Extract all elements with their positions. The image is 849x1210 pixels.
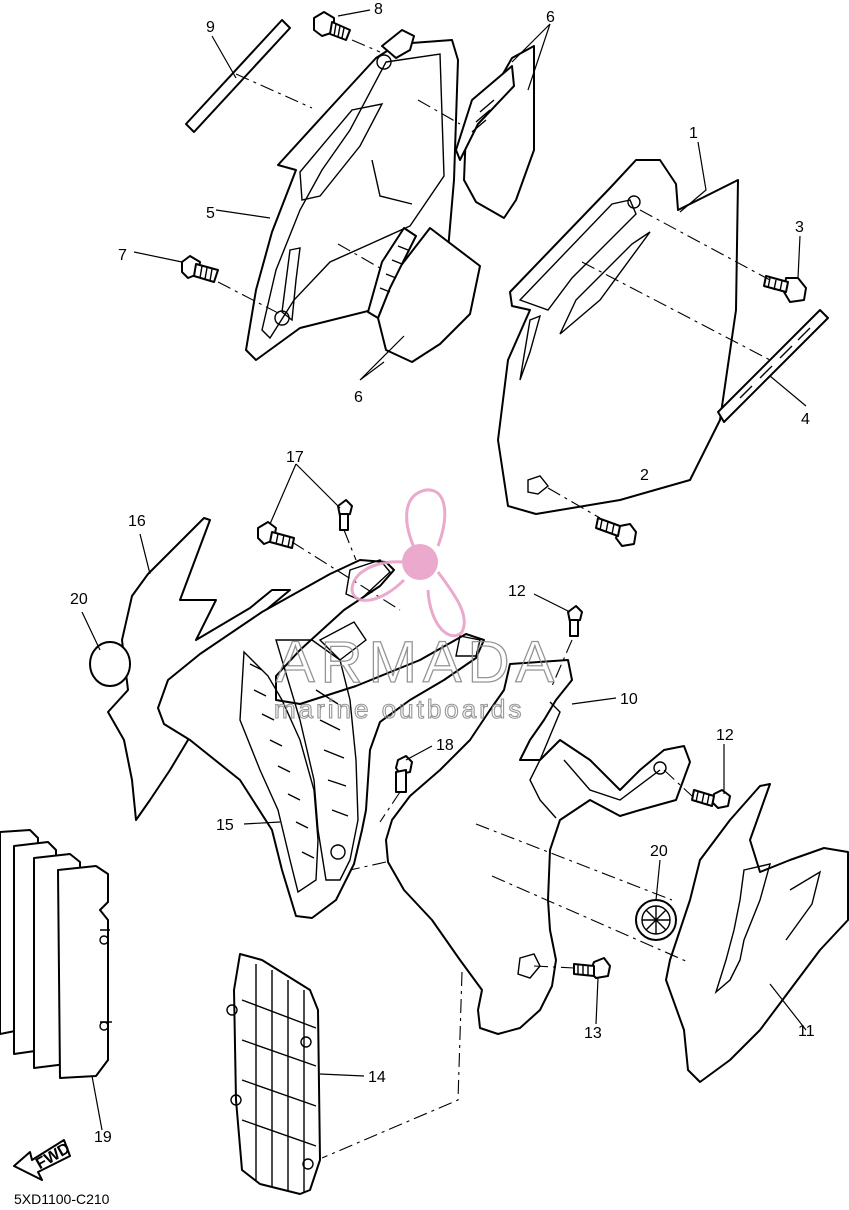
watermark-tagline: marine outboards — [274, 694, 524, 724]
callout-6-lower: 6 — [354, 389, 363, 406]
fwd-label: FWD — [33, 1140, 73, 1173]
side-cover-right — [497, 159, 739, 515]
callout-20-left: 20 — [70, 591, 88, 608]
watermark-brand: ARMADA — [276, 630, 560, 695]
callout-5: 5 — [206, 205, 215, 222]
callout-20-right: 20 — [650, 843, 668, 860]
decal-6-lower — [367, 227, 481, 363]
callout-6-upper: 6 — [546, 9, 555, 26]
callout-14: 14 — [368, 1069, 386, 1086]
emblem-20 — [635, 899, 677, 941]
bolt-13 — [573, 957, 611, 979]
callout-16: 16 — [128, 513, 146, 530]
callout-3: 3 — [795, 219, 804, 236]
bolt-17 — [257, 499, 353, 549]
callout-13: 13 — [584, 1025, 602, 1042]
callout-1: 1 — [689, 125, 698, 142]
callout-19: 19 — [94, 1129, 112, 1146]
radiator-louver-19 — [0, 829, 112, 1079]
leader-lines — [81, 9, 807, 1131]
callout-11: 11 — [798, 1023, 815, 1040]
callout-numbers: 1 2 3 4 5 6 6 7 8 9 10 11 12 12 13 14 15… — [70, 1, 815, 1146]
callout-12-upper: 12 — [508, 583, 526, 600]
bolt-18 — [395, 755, 413, 793]
assembly-lines — [217, 39, 771, 1159]
callout-10: 10 — [620, 691, 638, 708]
fwd-arrow-icon: FWD — [13, 1139, 73, 1181]
radiator-louver-14 — [226, 953, 321, 1195]
propeller-logo-icon — [350, 488, 466, 638]
callout-2: 2 — [640, 467, 649, 484]
bolt-2 — [595, 517, 637, 547]
shroud-panel-11 — [665, 783, 849, 1083]
callout-12-lower: 12 — [716, 727, 734, 744]
callout-15: 15 — [216, 817, 234, 834]
diagram-code: 5XD1100-C210 — [14, 1191, 110, 1207]
decal-6-upper — [455, 45, 535, 219]
bolt-7 — [181, 255, 219, 283]
armada-watermark: ARMADA marine outboards — [273, 488, 560, 725]
bolt-3 — [763, 275, 807, 303]
radiator-shroud-15 — [157, 559, 485, 919]
callout-9: 9 — [206, 19, 215, 36]
callout-18: 18 — [436, 737, 454, 754]
bolt-12-upper — [567, 605, 583, 637]
bolt-8 — [313, 11, 351, 41]
callout-17: 17 — [286, 449, 304, 466]
decal-strip-4 — [717, 309, 829, 423]
callout-8: 8 — [374, 1, 383, 18]
callout-4: 4 — [801, 411, 810, 428]
bolt-12-lower — [691, 789, 731, 809]
callout-7: 7 — [118, 247, 127, 264]
decal-strip — [185, 19, 291, 133]
